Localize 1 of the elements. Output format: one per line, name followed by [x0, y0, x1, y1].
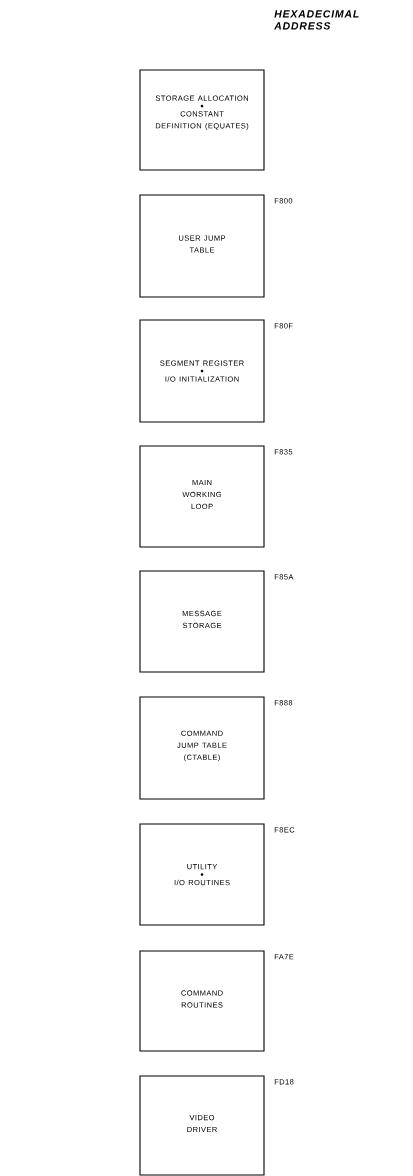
column-heading: HEXADECIMAL ADDRESS [274, 10, 359, 30]
